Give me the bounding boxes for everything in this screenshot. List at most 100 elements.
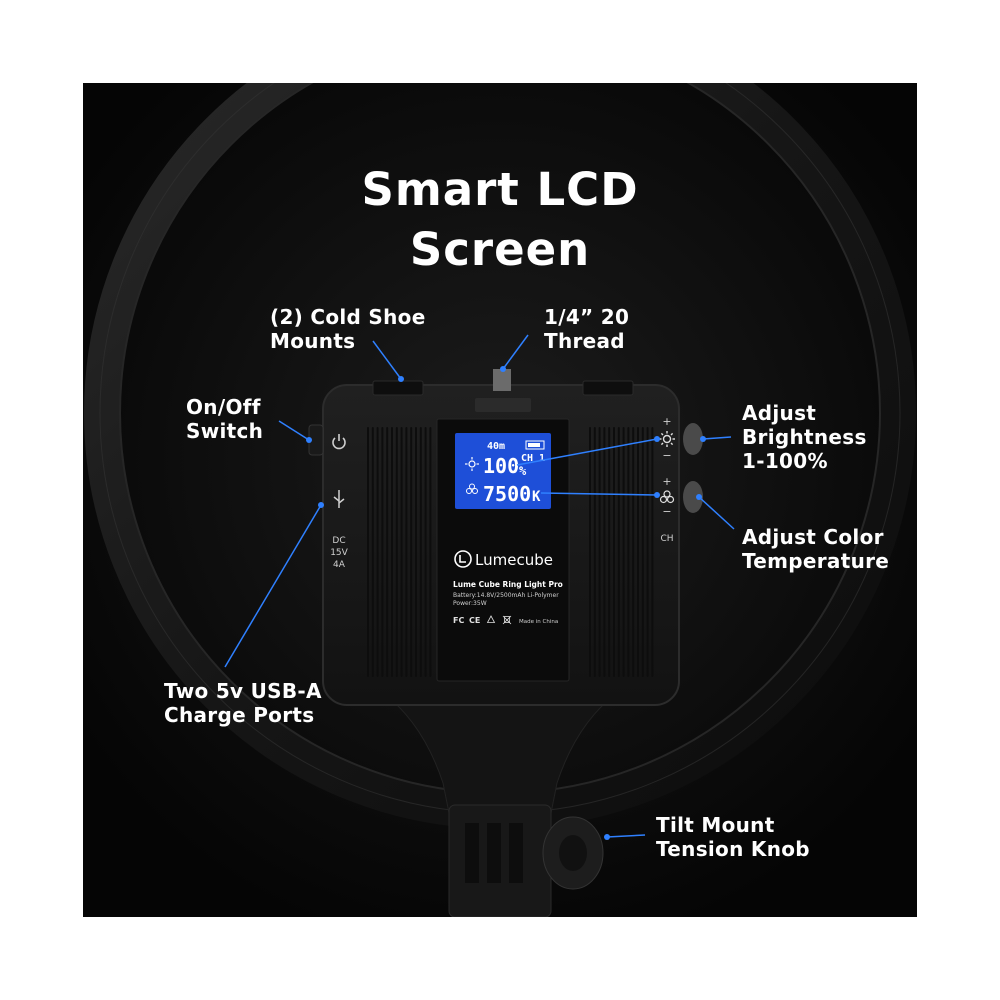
callout-thread: 1/4” 20 Thread xyxy=(544,305,629,353)
callout-color-temp-line-2: Temperature xyxy=(742,549,890,573)
callout-power-switch-line-2: Switch xyxy=(186,419,264,443)
vent-slot xyxy=(391,427,393,677)
power-icon xyxy=(332,434,346,450)
headline-line-1: Smart LCD xyxy=(361,163,639,216)
thread-base xyxy=(475,398,531,412)
lcd-time: 40m xyxy=(487,441,505,452)
battery-icon xyxy=(525,440,545,450)
vent-slot xyxy=(632,427,635,677)
callout-usb-ports: Two 5v USB-A Charge Ports xyxy=(164,679,322,727)
leader-thread xyxy=(502,334,529,370)
dot-power xyxy=(306,437,312,443)
leader-lines xyxy=(224,334,735,838)
lcd-temperature: 7500 xyxy=(483,482,531,506)
leader-usb xyxy=(224,504,322,668)
vent-slot xyxy=(608,427,611,677)
vent-slot xyxy=(395,427,398,677)
callout-tilt-knob-line-1: Tilt Mount xyxy=(656,813,775,837)
recycle-icon xyxy=(486,615,496,623)
vent-slot xyxy=(641,427,644,677)
callout-power-switch-line-1: On/Off xyxy=(186,395,261,419)
dot-knob xyxy=(604,834,610,840)
vent-slot xyxy=(589,427,591,677)
dc-label: DC xyxy=(332,536,345,546)
leader-cold-shoe xyxy=(372,340,402,380)
callout-brightness-line-3: 1-100% xyxy=(742,449,828,473)
lcd-screen xyxy=(455,433,551,509)
dc-current: 4A xyxy=(333,560,346,570)
vents-left xyxy=(367,427,432,677)
origin-text: Made in China xyxy=(519,619,558,625)
mount-slot-2 xyxy=(487,823,501,883)
lcd-temperature-unit: K xyxy=(532,489,541,505)
vent-slot xyxy=(637,427,639,677)
headline-line-2: Screen xyxy=(409,223,591,276)
callout-cold-shoe: (2) Cold Shoe Mounts xyxy=(270,305,426,353)
brightness-plus: + xyxy=(662,415,671,428)
vent-slot xyxy=(651,427,654,677)
leader-lcd-brightness xyxy=(516,438,658,466)
vent-slot xyxy=(613,427,615,677)
brightness-minus: − xyxy=(662,449,671,462)
mount-slot-1 xyxy=(465,823,479,883)
vent-slot xyxy=(405,427,408,677)
vent-slot xyxy=(381,427,384,677)
color-temp-plus: + xyxy=(662,475,671,488)
dot-thread xyxy=(500,366,506,372)
leader-lcd-temp xyxy=(540,492,658,496)
vent-slot xyxy=(410,427,413,677)
vent-slot xyxy=(429,427,432,677)
leader-brightness xyxy=(702,436,732,440)
dot-lcd-temp xyxy=(654,492,660,498)
vent-slot xyxy=(367,427,369,677)
tension-knob-center xyxy=(559,835,587,871)
callout-usb-ports-line-2: Charge Ports xyxy=(164,703,315,727)
brand-name: Lumecube xyxy=(475,551,553,569)
leader-power xyxy=(278,420,310,441)
cold-shoe-right xyxy=(582,380,634,396)
brightness-dial xyxy=(683,423,703,455)
callout-tilt-knob-line-2: Tension Knob xyxy=(656,837,810,861)
vent-slot xyxy=(627,427,630,677)
dot-cold-shoe xyxy=(398,376,404,382)
callout-thread-line-2: Thread xyxy=(544,329,625,353)
lcd-color-icon xyxy=(466,483,478,494)
callout-tilt-knob: Tilt Mount Tension Knob xyxy=(656,813,810,861)
power-spec: Power:35W xyxy=(453,600,487,607)
battery-level xyxy=(528,443,540,447)
dot-usb xyxy=(318,502,324,508)
vent-slot xyxy=(376,427,379,677)
callout-color-temp: Adjust Color Temperature xyxy=(742,525,889,573)
lcd-brightness: 100 xyxy=(483,454,519,478)
leader-dots xyxy=(306,366,706,840)
callout-color-temp-line-1: Adjust Color xyxy=(742,525,884,549)
lumecube-logo-icon xyxy=(454,550,472,568)
leader-knob xyxy=(606,834,646,838)
vent-slot xyxy=(386,427,389,677)
dc-voltage: 15V xyxy=(330,548,348,558)
thread-screw xyxy=(493,369,511,391)
callout-thread-line-1: 1/4” 20 xyxy=(544,305,630,329)
vent-slot xyxy=(622,427,625,677)
model-name: Lume Cube Ring Light Pro xyxy=(453,580,563,589)
vent-slot xyxy=(646,427,649,677)
callout-cold-shoe-line-1: (2) Cold Shoe xyxy=(270,305,426,329)
fcc-mark: FC xyxy=(453,616,464,625)
battery-spec: Battery:14.8V/2500mAh Li-Polymer xyxy=(453,592,559,599)
vents-right xyxy=(589,427,654,677)
vent-slot xyxy=(424,427,427,677)
dot-lcd-brightness xyxy=(654,436,660,442)
callout-power-switch: On/Off Switch xyxy=(186,395,263,443)
product-photo: DC 15V 4A + − + − CH 40m CH 1 xyxy=(83,83,917,917)
vent-slot xyxy=(603,427,606,677)
ring-light-illustration: DC 15V 4A + − + − CH 40m CH 1 xyxy=(83,83,917,917)
leader-color-temp xyxy=(698,496,735,530)
callout-brightness: Adjust Brightness 1-100% xyxy=(742,401,867,473)
color-temp-minus: − xyxy=(662,505,671,518)
mount-slot-3 xyxy=(509,823,523,883)
dot-brightness xyxy=(700,436,706,442)
lcd-brightness-unit: % xyxy=(519,464,527,478)
color-temp-dial xyxy=(683,481,703,513)
usb-icon xyxy=(333,490,345,508)
ce-mark: CE xyxy=(469,616,480,625)
